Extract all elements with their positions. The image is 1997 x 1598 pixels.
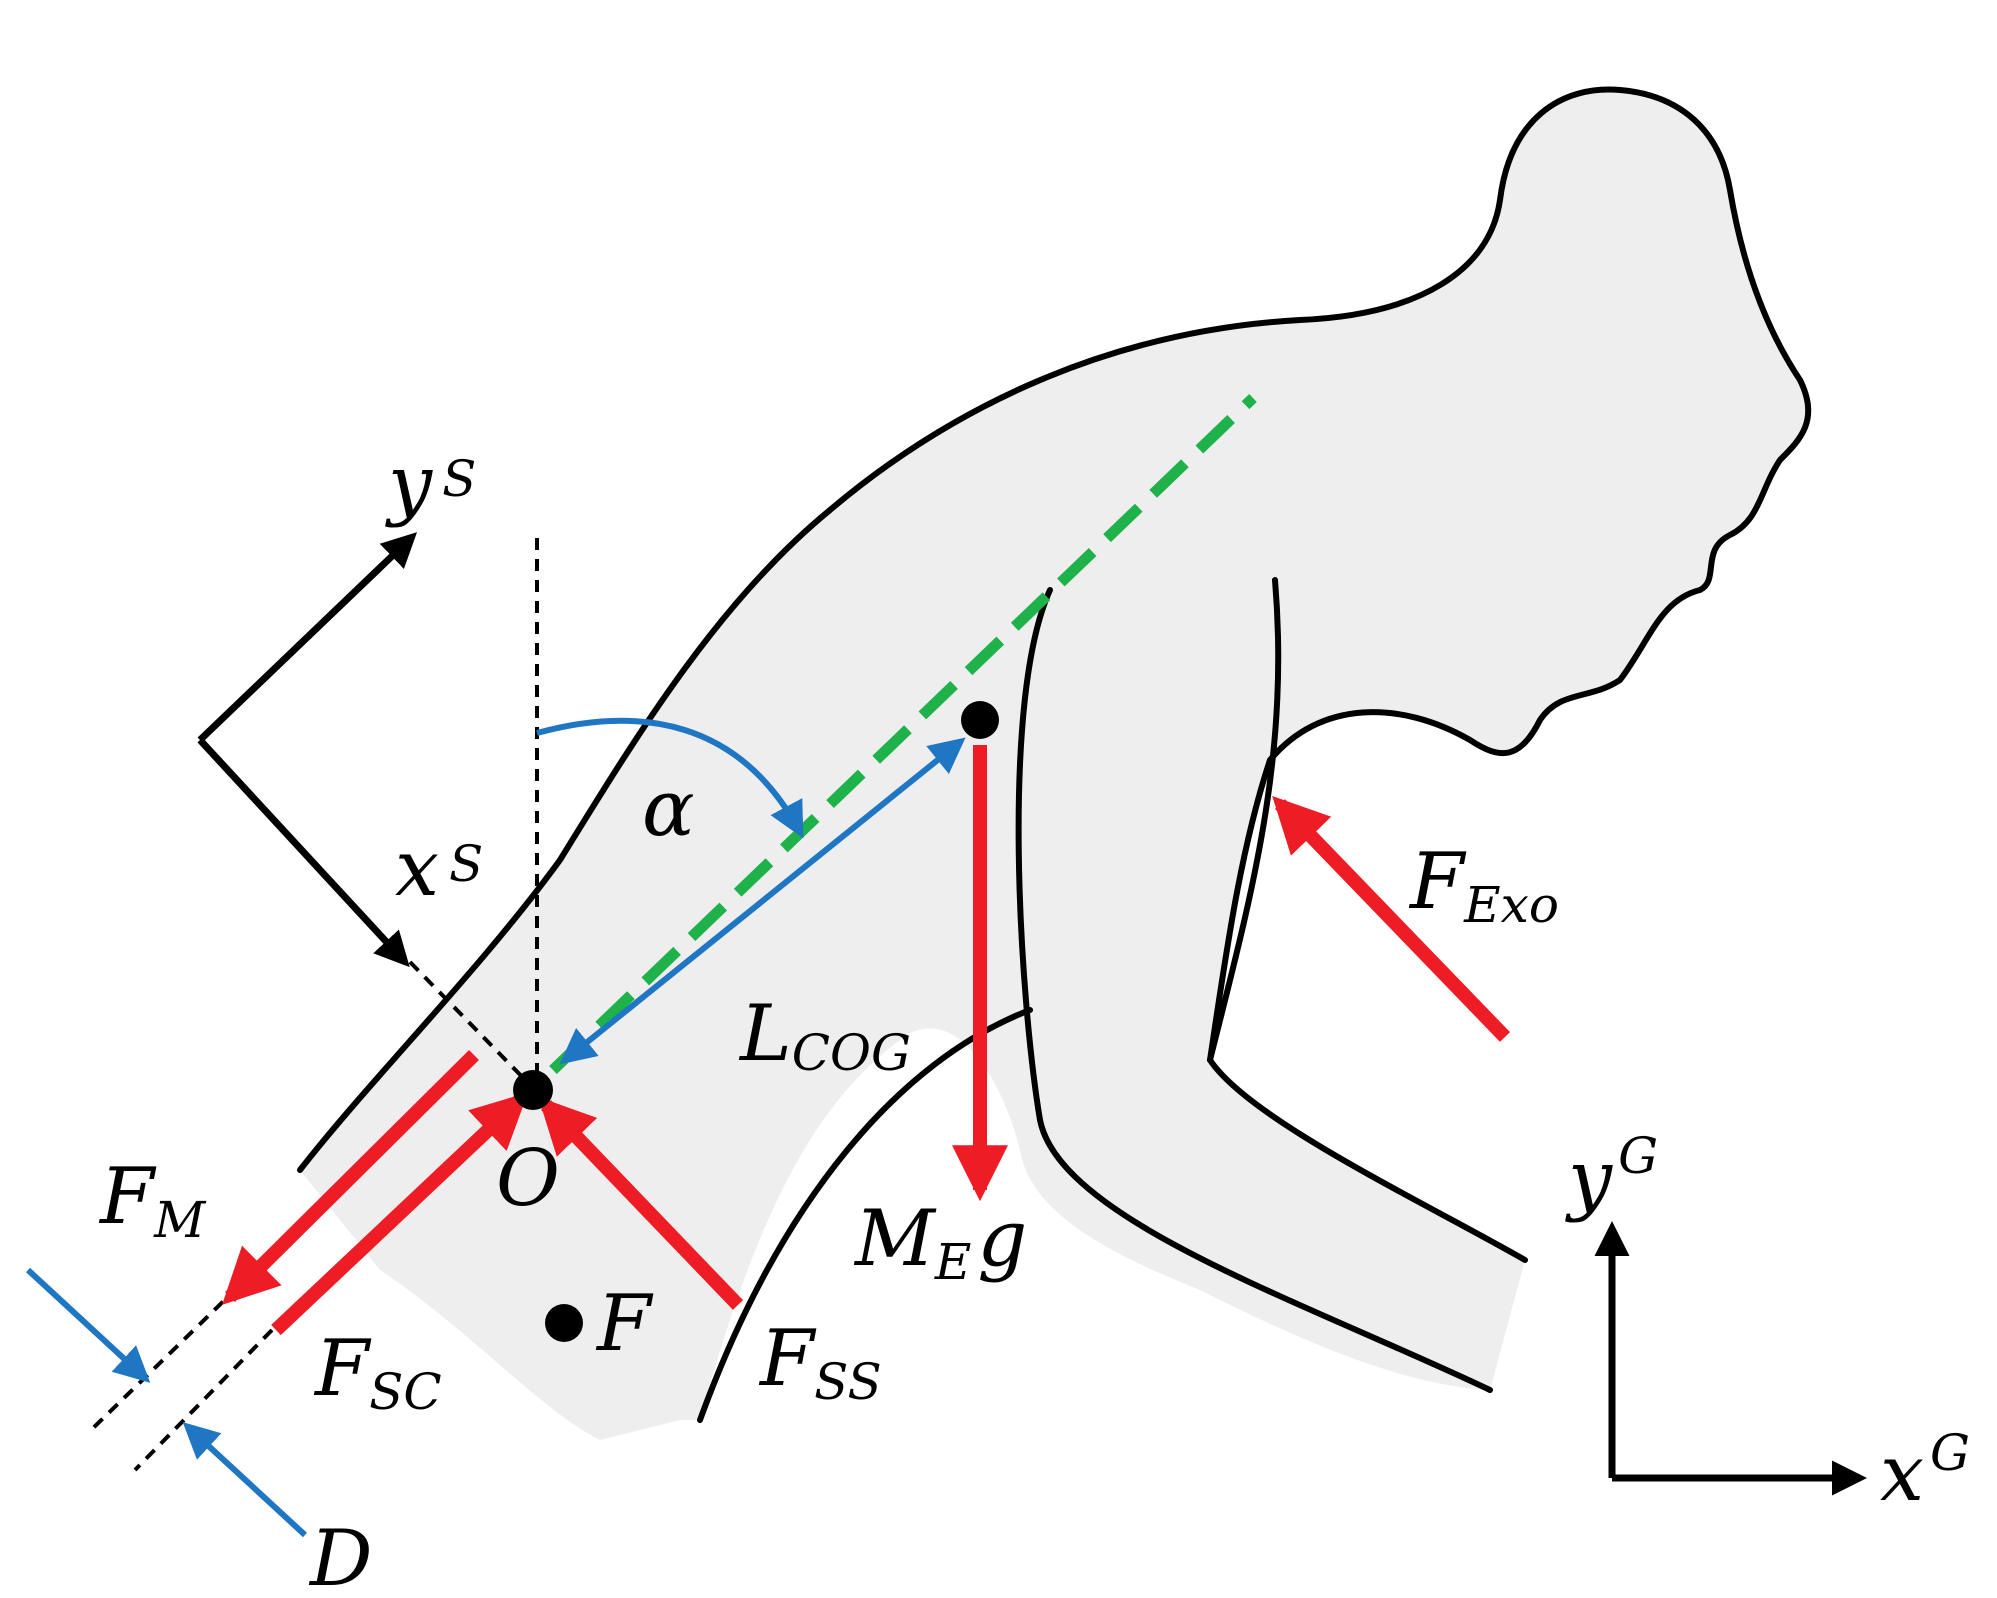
disc-line-lower [133,1328,274,1472]
reference-lines [86,538,539,1472]
d-label: D [308,1514,373,1598]
f-m-label: FM [98,1152,207,1249]
f-sc-label: FSC [313,1324,442,1421]
body-silhouette [300,89,1809,1440]
alpha-label: α [642,764,695,854]
f-exo-label: FExo [1408,837,1559,934]
global-axes [1594,1221,1867,1496]
f-ss-arrow [538,1096,744,1310]
origin-label: O [496,1134,560,1224]
f-m-arrow [222,1050,479,1305]
l-cog-label: LCOG [738,989,911,1082]
d-indicator-lower [182,1422,308,1538]
f-ss-label: FSS [758,1314,882,1411]
m-e-g-label: MEg [853,1194,1027,1291]
f-point-label: F [595,1279,654,1369]
f-exo-arrow [1272,795,1511,1042]
l-cog-dimension [559,737,966,1065]
y-spine-axis [197,532,418,743]
spine-frame-axes [197,532,418,968]
cog-point [961,701,999,739]
x-spine-axis [197,737,410,968]
f-point [545,1304,583,1342]
muscle-line-lower [86,1285,240,1435]
force-vectors [222,745,1511,1336]
d-indicator-upper [25,1267,151,1383]
origin-point [513,1070,553,1110]
f-sc-arrow [271,1092,529,1336]
x-spine-extension-line [408,960,537,1092]
dimension-annotations [25,717,966,1538]
